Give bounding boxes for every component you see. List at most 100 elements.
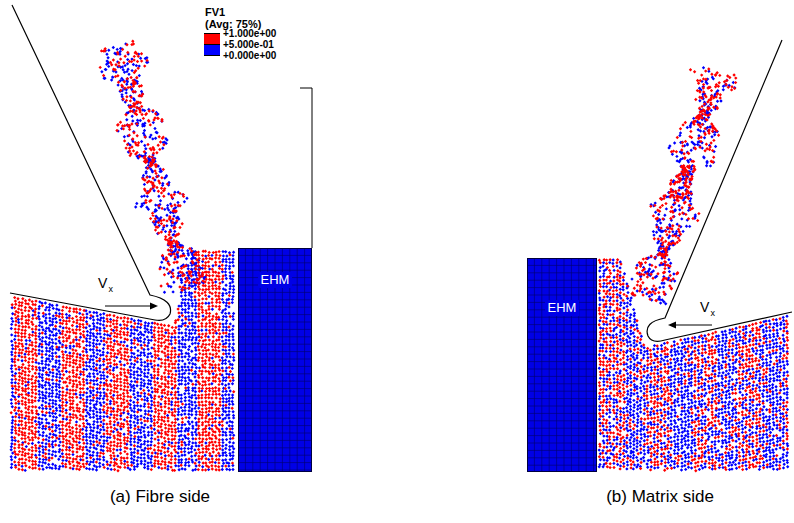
mesh-line xyxy=(238,351,312,352)
velocity-arrow xyxy=(105,306,151,307)
mesh-border xyxy=(239,249,312,472)
mesh-line xyxy=(593,258,594,472)
legend-value: +5.000e-01 xyxy=(223,40,274,50)
mesh-line xyxy=(238,366,312,367)
mesh-line xyxy=(527,361,597,362)
mesh-line xyxy=(238,344,312,345)
mesh-line xyxy=(238,262,312,263)
velocity-arrow xyxy=(675,325,712,326)
mesh-line xyxy=(527,450,597,451)
legend-swatch xyxy=(204,44,220,55)
mesh-line xyxy=(527,317,597,318)
mesh-line xyxy=(238,470,312,471)
cutting-tool xyxy=(647,40,792,341)
mesh-line xyxy=(527,428,597,429)
mesh-line xyxy=(238,336,312,337)
mesh-line xyxy=(238,373,312,374)
mesh-line xyxy=(527,265,597,266)
mesh-line xyxy=(238,440,312,441)
mesh-line xyxy=(238,462,312,463)
mesh-line xyxy=(238,255,312,256)
mesh-line xyxy=(527,376,597,377)
velocity-subscript: x xyxy=(109,285,114,294)
mesh-line xyxy=(527,406,597,407)
mesh-line xyxy=(238,359,312,360)
mesh-line xyxy=(238,410,312,411)
mesh-line xyxy=(238,381,312,382)
mesh-line xyxy=(527,383,597,384)
arrow-head xyxy=(668,322,676,329)
mesh-line xyxy=(245,248,246,472)
panel-caption: (b) Matrix side xyxy=(606,488,714,505)
mesh-line xyxy=(527,369,597,370)
mesh-line xyxy=(527,287,597,288)
cutting-tool xyxy=(10,5,171,320)
velocity-symbol: V xyxy=(98,276,107,290)
mesh-line xyxy=(238,455,312,456)
mesh-line xyxy=(571,258,572,472)
velocity-subscript: x xyxy=(711,309,716,318)
legend-swatch xyxy=(204,33,220,44)
legend-value: +1.000e+00 xyxy=(223,29,276,39)
mesh-line xyxy=(556,258,557,472)
mesh-line xyxy=(238,403,312,404)
mesh-line xyxy=(586,258,587,472)
mesh-line xyxy=(238,322,312,323)
legend-heading: FV1 xyxy=(205,7,225,18)
mesh-line xyxy=(238,396,312,397)
mesh-line xyxy=(238,447,312,448)
mesh-line xyxy=(527,465,597,466)
mesh-line xyxy=(549,258,550,472)
mesh-line xyxy=(238,307,312,308)
legend-value: +0.000e+00 xyxy=(223,51,276,61)
mesh-line xyxy=(304,248,305,472)
mesh-line xyxy=(527,272,597,273)
mesh-region: EHM xyxy=(527,258,597,472)
mesh-line xyxy=(238,314,312,315)
particles xyxy=(10,40,790,473)
mesh-line xyxy=(238,418,312,419)
mesh-line xyxy=(527,391,597,392)
mesh-line xyxy=(527,339,597,340)
mesh-line xyxy=(527,295,597,296)
mesh-line xyxy=(238,388,312,389)
mesh-line xyxy=(527,346,597,347)
mesh-line xyxy=(238,433,312,434)
region-label: EHM xyxy=(545,300,580,316)
mesh-line xyxy=(238,299,312,300)
panel-caption: (a) Fibre side xyxy=(110,488,210,505)
fibre-particles xyxy=(10,40,790,473)
mesh-grid xyxy=(527,258,597,472)
mesh-line xyxy=(541,258,542,472)
mesh-region: EHM xyxy=(238,248,312,472)
mesh-line xyxy=(527,332,597,333)
mesh-line xyxy=(252,248,253,472)
legend-tick xyxy=(204,55,220,66)
mesh-line xyxy=(238,425,312,426)
mesh-line xyxy=(527,457,597,458)
mesh-line xyxy=(527,280,597,281)
mesh-border xyxy=(528,259,597,472)
region-label: EHM xyxy=(258,272,293,288)
mesh-line xyxy=(297,248,298,472)
mesh-line xyxy=(527,413,597,414)
mesh-line xyxy=(527,324,597,325)
mesh-line xyxy=(238,270,312,271)
arrow-head xyxy=(150,303,158,310)
mesh-line xyxy=(527,443,597,444)
mesh-line xyxy=(527,420,597,421)
mesh-line xyxy=(578,258,579,472)
boundary-line xyxy=(300,88,312,248)
mesh-line xyxy=(527,354,597,355)
mesh-line xyxy=(564,258,565,472)
contour-legend: +1.000e+00+5.000e-01+0.000e+00 xyxy=(204,33,276,66)
legend-row: +0.000e+00 xyxy=(204,55,276,66)
mesh-line xyxy=(534,258,535,472)
velocity-symbol: V xyxy=(700,300,709,314)
mesh-line xyxy=(527,435,597,436)
mesh-line xyxy=(238,329,312,330)
mesh-line xyxy=(527,398,597,399)
